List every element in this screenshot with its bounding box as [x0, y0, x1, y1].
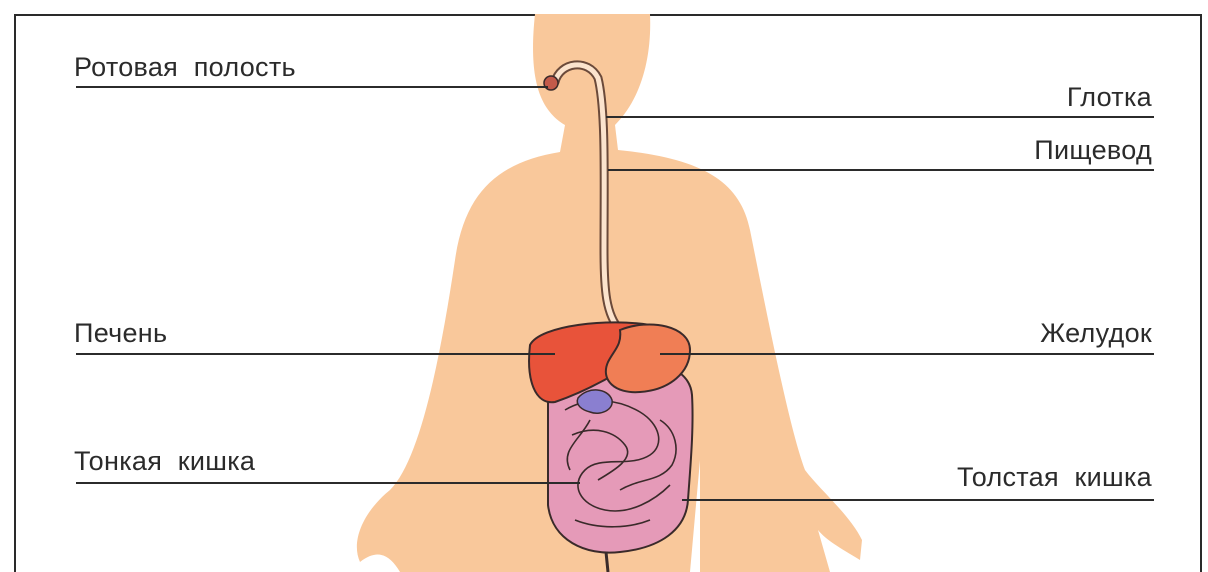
label-small-intestine: Тонкая кишка: [74, 446, 255, 477]
label-stomach: Желудок: [1040, 318, 1152, 349]
label-large-intestine: Толстая кишка: [957, 462, 1152, 493]
label-pharynx: Глотка: [1067, 82, 1152, 113]
label-liver: Печень: [74, 318, 167, 349]
pancreas-shape: [577, 390, 612, 413]
label-esophagus: Пищевод: [1034, 135, 1152, 166]
rectum-tube: [606, 552, 608, 572]
label-mouth-cavity: Ротовая полость: [74, 52, 296, 83]
